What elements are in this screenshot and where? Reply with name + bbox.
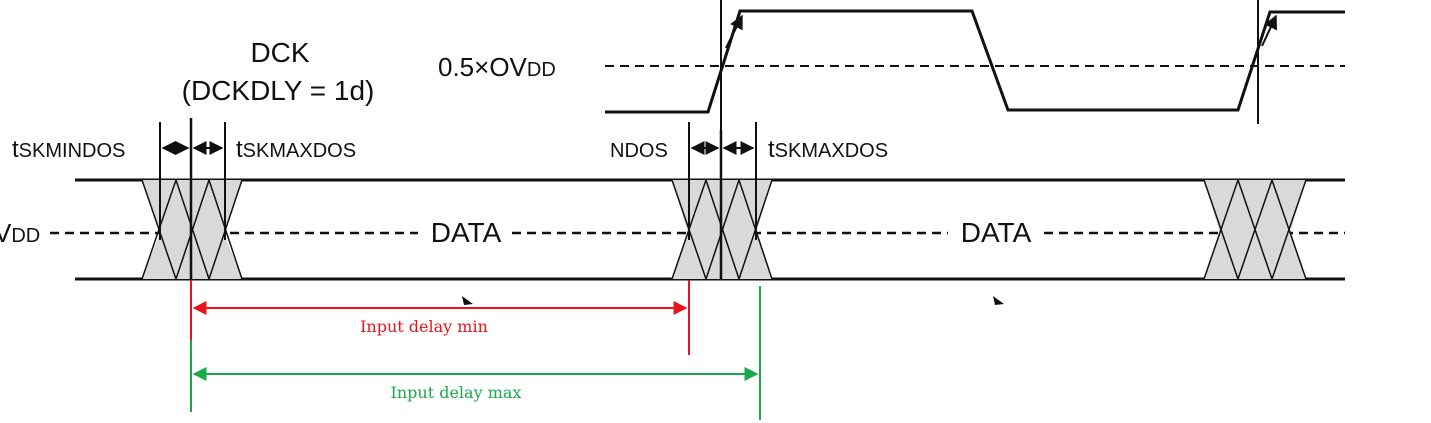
vdd-label: VDD [0, 218, 40, 248]
skew-markers-center [688, 122, 757, 280]
tskmindos-label: tSKMINDOS [12, 136, 125, 163]
input-delay-max-label: Input delay max [391, 383, 522, 402]
tskmaxdos-right-label: tSKMAXDOS [768, 136, 888, 163]
dck-rise-arrow-1 [725, 14, 743, 49]
eye-transition-right [1203, 179, 1307, 280]
dck-clock-signal [605, 9, 1345, 114]
dck-waveform [605, 0, 1345, 130]
input-delay-max-annotation [190, 286, 761, 420]
skew-markers-left [159, 118, 226, 280]
input-delay-min-annotation [190, 280, 690, 355]
data-label-right: DATA [961, 217, 1032, 248]
ndos-label: NDOS [610, 140, 668, 162]
dck-subtitle: (DCKDLY = 1d) [182, 75, 375, 106]
data-label-left: DATA [431, 217, 502, 248]
cursor-artifact-1 [462, 296, 473, 305]
dck-title: DCK [250, 37, 309, 68]
tskmaxdos-left-label: tSKMAXDOS [236, 136, 356, 163]
cursor-artifact-2 [993, 296, 1004, 305]
input-delay-min-label: Input delay min [360, 317, 488, 336]
dck-rise-arrow-2 [1261, 14, 1278, 47]
threshold-label: 0.5×OVDD [438, 52, 556, 82]
